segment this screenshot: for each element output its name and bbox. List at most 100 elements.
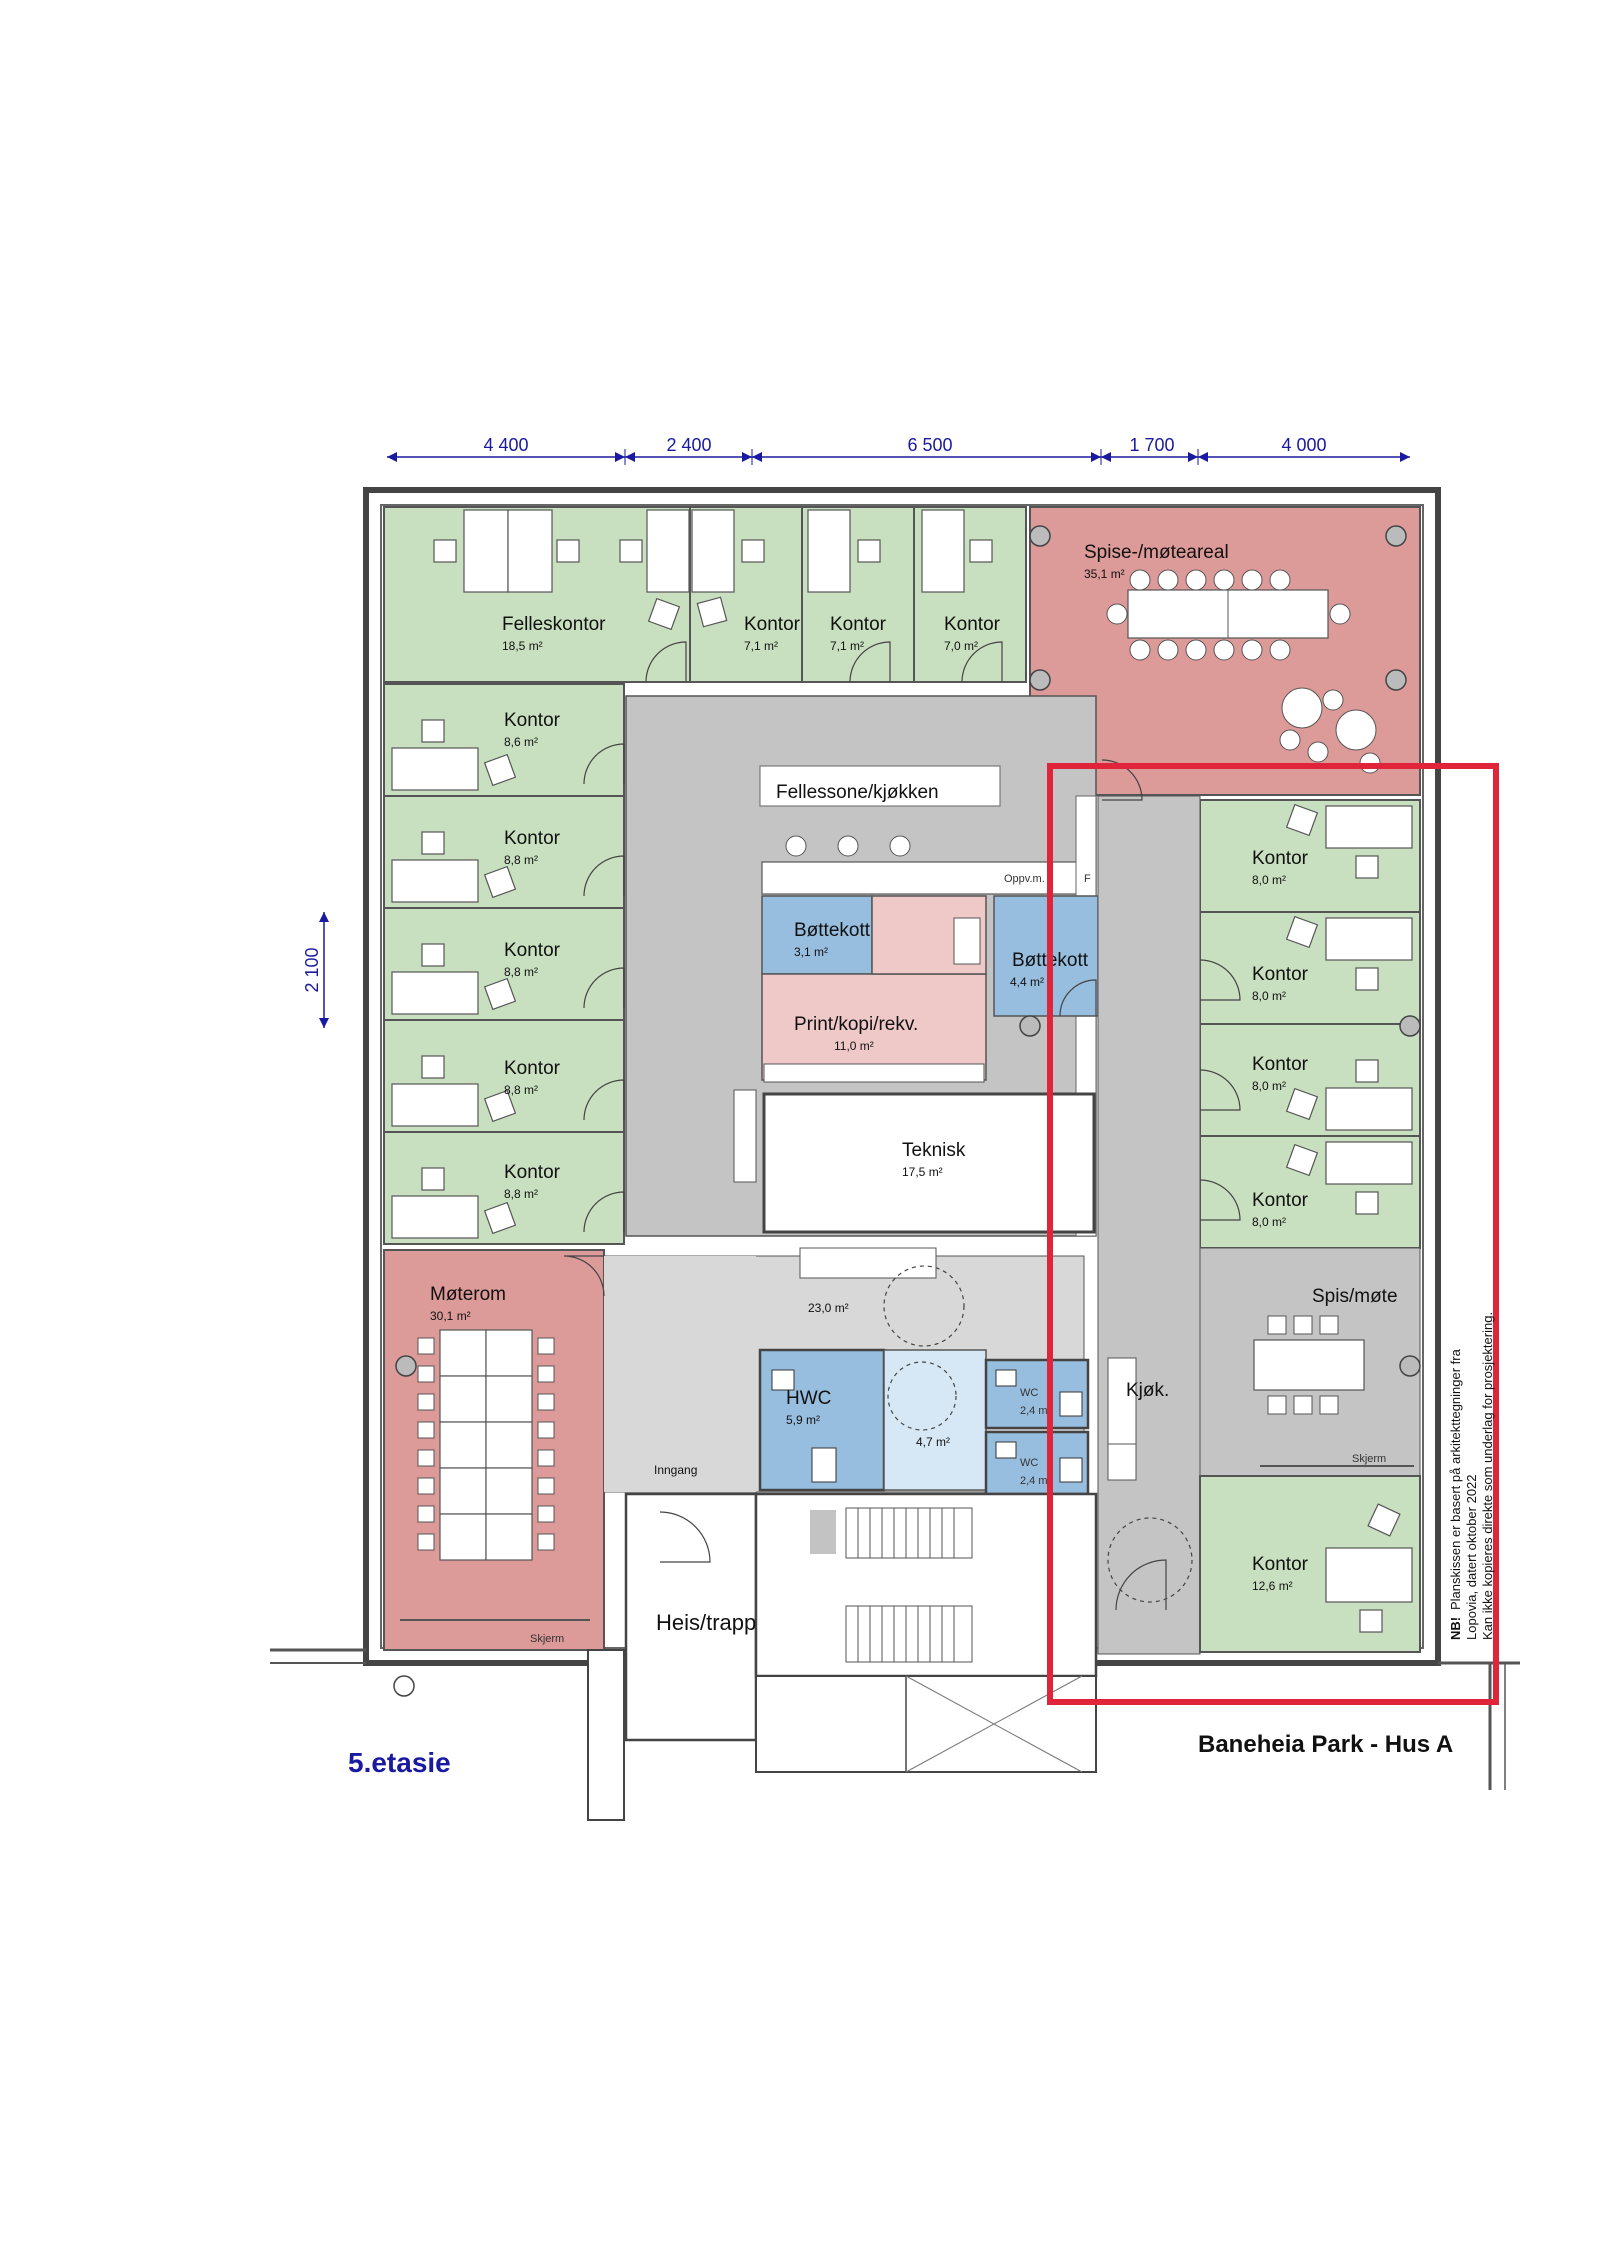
room-label: Kjøk. xyxy=(1126,1380,1169,1401)
columns xyxy=(393,525,1421,1697)
room-label: WC xyxy=(1020,1457,1038,1469)
corridor-right xyxy=(1097,795,1201,1655)
room-label: Kontor xyxy=(1252,1554,1309,1575)
kitchen-bench xyxy=(761,861,1093,895)
room-label: Heis/trapp xyxy=(656,1610,756,1635)
floor-label: 5.etasie xyxy=(348,1747,451,1778)
lower-stairwell xyxy=(755,1675,1097,1773)
room-label: Kontor xyxy=(504,1058,561,1079)
dim-label: 2 400 xyxy=(666,435,711,455)
note-bold: NB! xyxy=(1448,1617,1463,1640)
note-line: Lopovia, datert oktober 2022 xyxy=(1464,1474,1479,1640)
room-labels: Felleskontor 18,5 m² Kontor 7,1 m² Konto… xyxy=(430,542,1398,1645)
dim-label: 1 700 xyxy=(1129,435,1174,455)
stool xyxy=(837,835,859,857)
room-label: Kontor xyxy=(504,828,561,849)
inngang xyxy=(604,1256,756,1492)
area-label: 5,9 m² xyxy=(786,1413,820,1427)
highlight-frame xyxy=(1047,763,1499,1705)
room-label: Print/kopi/rekv. xyxy=(794,1014,918,1035)
room-label: Kontor xyxy=(1252,1054,1309,1075)
area-label: 8,0 m² xyxy=(1252,989,1286,1003)
area-label: 30,1 m² xyxy=(430,1309,471,1323)
room-label: Teknisk xyxy=(902,1140,966,1161)
tactile-mat xyxy=(810,1510,836,1554)
area-label: 7,1 m² xyxy=(830,639,864,653)
area-label: 7,1 m² xyxy=(744,639,778,653)
screen-label: Skjerm xyxy=(1352,1453,1386,1465)
screen-label: Skjerm xyxy=(530,1633,564,1645)
area-label: 8,8 m² xyxy=(504,853,538,867)
dim-label: 4 400 xyxy=(483,435,528,455)
elevator-shaft xyxy=(624,1492,758,1742)
area-label: 8,0 m² xyxy=(1252,1079,1286,1093)
note-line: Kan ikke kopieres direkte som underlag f… xyxy=(1480,1312,1495,1640)
room-label: Kontor xyxy=(504,710,561,731)
kitchenette xyxy=(1107,1357,1137,1445)
furniture-top xyxy=(433,509,993,631)
area-label: 2,4 m² xyxy=(1020,1475,1052,1487)
room-label: Kontor xyxy=(1252,1190,1309,1211)
room-kontor-top-2 xyxy=(801,506,915,683)
area-label: 17,5 m² xyxy=(902,1165,943,1179)
area-label: 12,6 m² xyxy=(1252,1579,1293,1593)
dim-label: 6 500 xyxy=(907,435,952,455)
appliance-label: Oppv.m. xyxy=(1004,873,1045,885)
stool xyxy=(785,835,807,857)
area-label: 8,8 m² xyxy=(504,1083,538,1097)
printer xyxy=(953,917,981,965)
room-label: Felleskontor xyxy=(502,614,606,635)
furniture-right xyxy=(1285,803,1413,1215)
note-line: Planskissen er basert på arkitekttegning… xyxy=(1448,1348,1463,1610)
area-label: 18,5 m² xyxy=(502,639,543,653)
room-label: WC xyxy=(1020,1387,1038,1399)
area-label: 3,1 m² xyxy=(794,945,828,959)
top-dimension-line: 4 400 2 400 6 500 1 700 4 000 xyxy=(387,435,1410,465)
area-label: 4,7 m² xyxy=(916,1435,950,1449)
kitchenette-f xyxy=(1107,1443,1137,1481)
disclaimer-note: NB! Planskissen er basert på arkitektteg… xyxy=(1448,1312,1495,1640)
room-label: Bøttekott xyxy=(794,920,871,941)
room-label: Kontor xyxy=(1252,964,1309,985)
area-label: 23,0 m² xyxy=(808,1301,849,1315)
room-label: Kontor xyxy=(504,1162,561,1183)
area-label: 7,0 m² xyxy=(944,639,978,653)
print-shelf xyxy=(763,1063,985,1083)
room-label: Kontor xyxy=(830,614,887,635)
sanitary-fixtures xyxy=(771,1369,1083,1483)
room-label: Kontor xyxy=(1252,848,1309,869)
room-label: Spis/møte xyxy=(1312,1286,1398,1307)
room-print xyxy=(761,973,987,1081)
building-title: Baneheia Park - Hus A xyxy=(1198,1731,1453,1758)
area-label: 8,6 m² xyxy=(504,735,538,749)
area-label: 4,4 m² xyxy=(1010,975,1044,989)
room-label: Kontor xyxy=(504,940,561,961)
furniture-left xyxy=(391,719,517,1239)
area-label: 35,1 m² xyxy=(1084,567,1125,581)
room-bottekott-2 xyxy=(993,895,1099,1017)
area-label: 8,8 m² xyxy=(504,965,538,979)
lobby-bench xyxy=(799,1247,937,1279)
room-bottekott-1 xyxy=(761,895,873,975)
room-label: HWC xyxy=(786,1388,831,1409)
room-teknisk xyxy=(762,1092,1096,1234)
furniture-right-5 xyxy=(1325,1503,1413,1633)
room-vestibyle xyxy=(883,1349,987,1491)
door-swings xyxy=(563,641,1241,1611)
area-label: 11,0 m² xyxy=(834,1039,874,1053)
area-label: 8,8 m² xyxy=(504,1187,538,1201)
area-label: 2,4 m² xyxy=(1020,1405,1052,1417)
dining-table xyxy=(1106,569,1381,774)
room-label: Kontor xyxy=(744,614,801,635)
side-stair xyxy=(587,1649,625,1821)
shelf xyxy=(733,1089,757,1183)
area-label: 8,0 m² xyxy=(1252,1215,1286,1229)
room-label: Spise-/møteareal xyxy=(1084,542,1229,563)
left-dimension-line: 2 100 xyxy=(302,912,329,1028)
moterom-table xyxy=(400,1329,590,1621)
area-label: 8,0 m² xyxy=(1252,873,1286,887)
dim-label: 4 000 xyxy=(1281,435,1326,455)
fellessone-counter xyxy=(759,765,1001,807)
room-label: Inngang xyxy=(654,1463,697,1477)
